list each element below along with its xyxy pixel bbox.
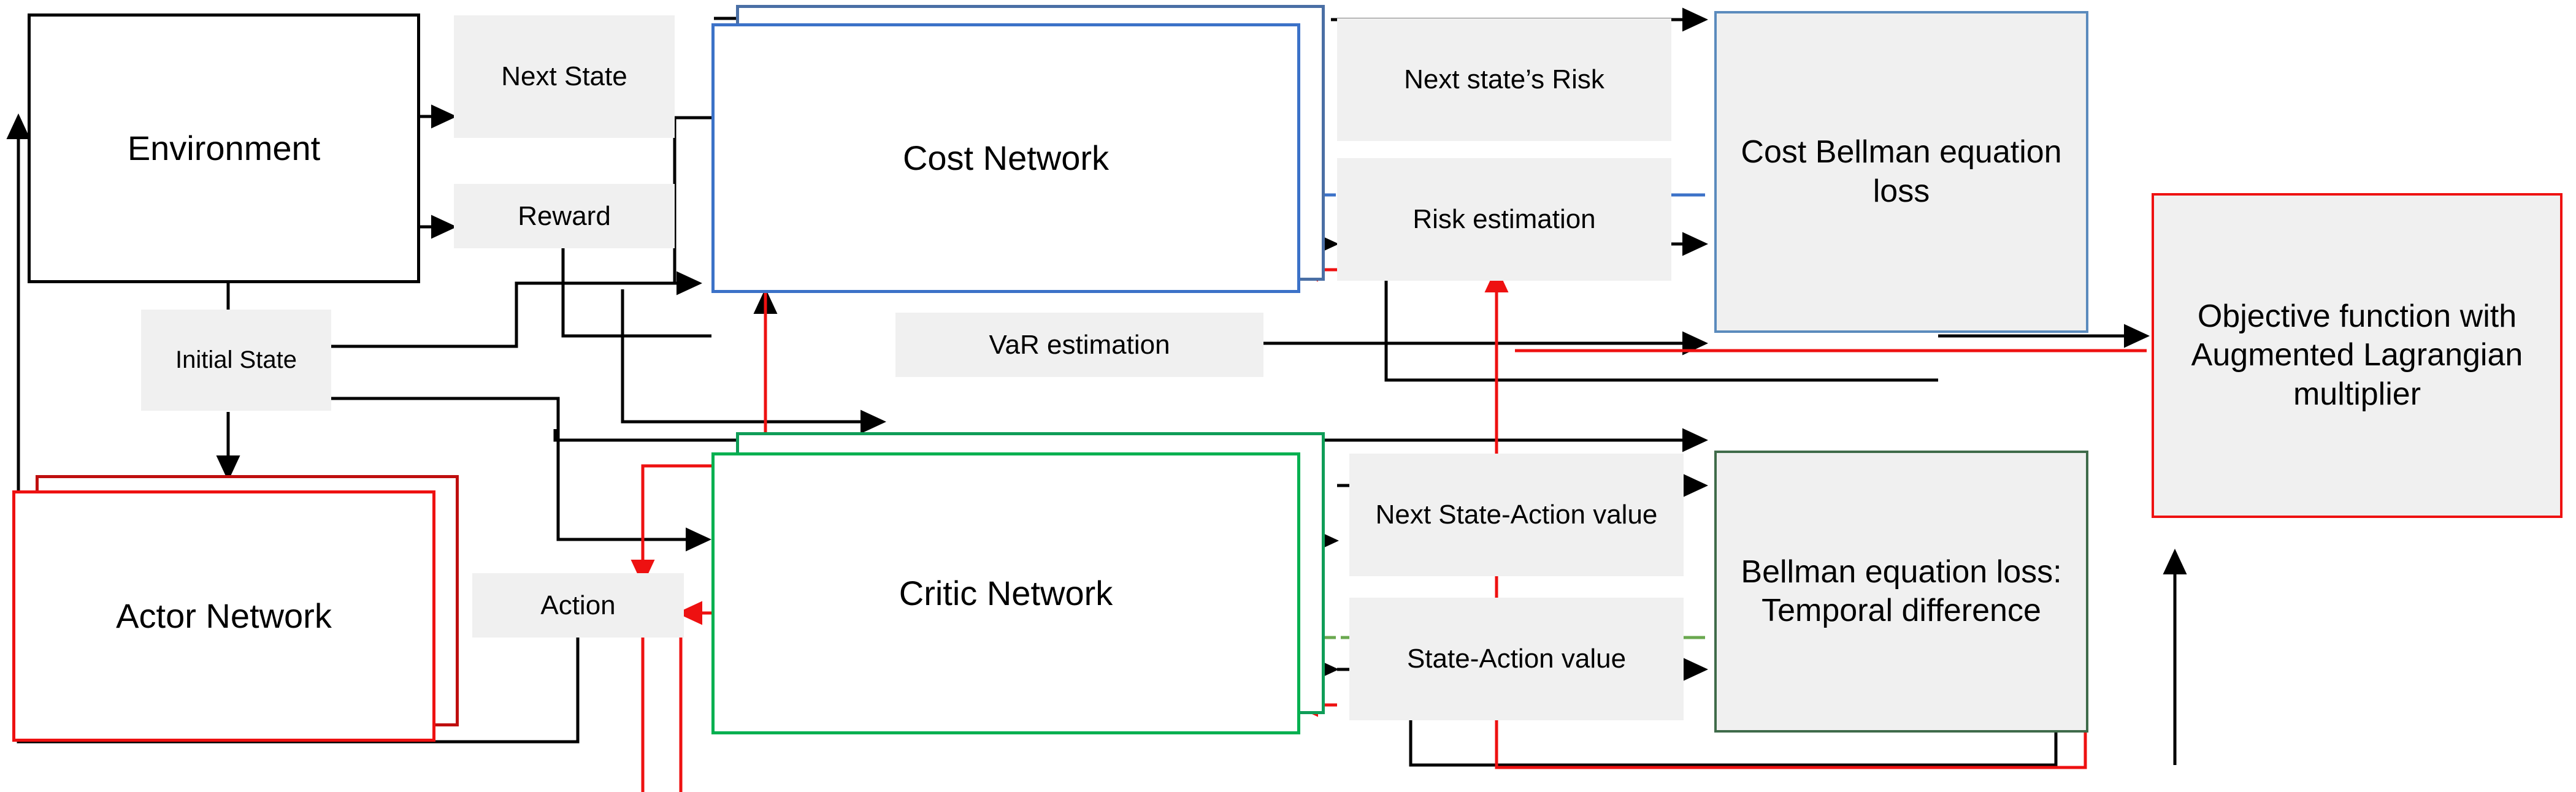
initial-state-chip[interactable]: Initial State [141, 310, 331, 411]
environment-label: Environment [127, 128, 321, 167]
cost-bellman-loss-panel[interactable]: Cost Bellman equation loss [1714, 11, 2088, 333]
var-estimation-label: VaR estimation [989, 329, 1170, 360]
critic-network-box[interactable]: Critic Network [711, 452, 1300, 734]
environment-box[interactable]: Environment [28, 13, 420, 283]
bellman-loss-label: Bellman equation loss: Temporal differen… [1741, 554, 2062, 628]
critic-network-label: Critic Network [899, 573, 1113, 612]
cost-network-box[interactable]: Cost Network [711, 23, 1300, 293]
var-estimation-chip[interactable]: VaR estimation [895, 313, 1263, 377]
state-action-value-label: State-Action value [1406, 644, 1627, 674]
next-state-chip[interactable]: Next State [454, 15, 675, 138]
action-chip[interactable]: Action [472, 573, 684, 638]
next-state-action-value-label: Next State-Action value [1375, 500, 1658, 530]
next-states-risk-chip[interactable]: Next state’s Risk [1337, 18, 1671, 141]
state-action-value-chip[interactable]: State-Action value [1349, 598, 1684, 720]
objective-function-label: Objective function with Augmented Lagran… [2191, 298, 2523, 412]
initial-state-label: Initial State [175, 346, 297, 374]
next-state-action-value-chip[interactable]: Next State-Action value [1349, 454, 1684, 576]
next-states-risk-label: Next state’s Risk [1404, 64, 1604, 95]
risk-estimation-chip[interactable]: Risk estimation [1337, 158, 1671, 281]
bellman-loss-panel[interactable]: Bellman equation loss: Temporal differen… [1714, 451, 2088, 733]
reward-label: Reward [518, 200, 611, 231]
reward-chip[interactable]: Reward [454, 184, 675, 248]
actor-network-box[interactable]: Actor Network [12, 490, 435, 742]
objective-function-panel[interactable]: Objective function with Augmented Lagran… [2152, 193, 2563, 518]
cost-bellman-loss-label: Cost Bellman equation loss [1741, 134, 2062, 209]
risk-estimation-label: Risk estimation [1413, 204, 1596, 235]
actor-network-label: Actor Network [116, 596, 332, 635]
next-state-label: Next State [501, 61, 627, 92]
action-label: Action [540, 590, 616, 620]
cost-network-label: Cost Network [902, 138, 1110, 177]
